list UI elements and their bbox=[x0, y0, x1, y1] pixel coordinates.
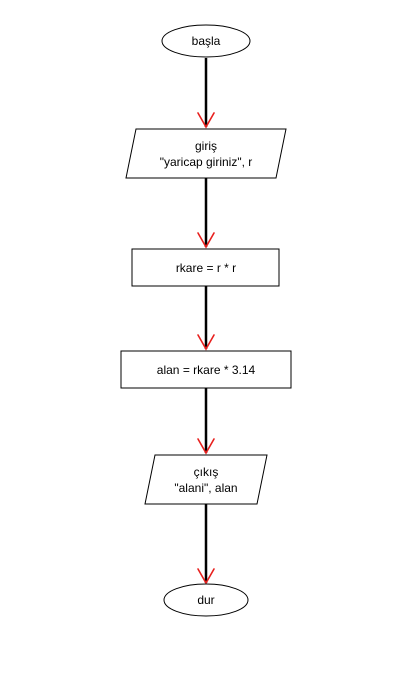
arrowheads bbox=[197, 112, 215, 585]
process-alan-label: alan = rkare * 3.14 bbox=[157, 363, 256, 377]
end-label: dur bbox=[197, 593, 214, 607]
output-parallelogram: çıkış "alani", alan bbox=[144, 454, 268, 505]
start-terminal: başla bbox=[161, 24, 251, 58]
arrowhead-to-process1 bbox=[197, 232, 215, 249]
process-box-rkare: rkare = r * r bbox=[131, 248, 280, 287]
output-keyword: çıkış bbox=[194, 465, 219, 479]
arrowhead-to-end bbox=[197, 568, 215, 585]
process-rkare-label: rkare = r * r bbox=[176, 261, 236, 275]
arrowhead-to-process2 bbox=[197, 334, 215, 351]
arrowhead-to-input bbox=[197, 112, 215, 129]
input-parallelogram: giriş "yaricap giriniz", r bbox=[125, 128, 287, 179]
end-terminal: dur bbox=[163, 583, 249, 617]
process-box-alan: alan = rkare * 3.14 bbox=[120, 350, 292, 389]
input-keyword: giriş bbox=[195, 139, 217, 153]
start-label: başla bbox=[192, 34, 221, 48]
input-expression: "yaricap giriniz", r bbox=[160, 155, 253, 169]
output-expression: "alani", alan bbox=[174, 481, 237, 495]
arrowhead-to-output bbox=[197, 438, 215, 455]
